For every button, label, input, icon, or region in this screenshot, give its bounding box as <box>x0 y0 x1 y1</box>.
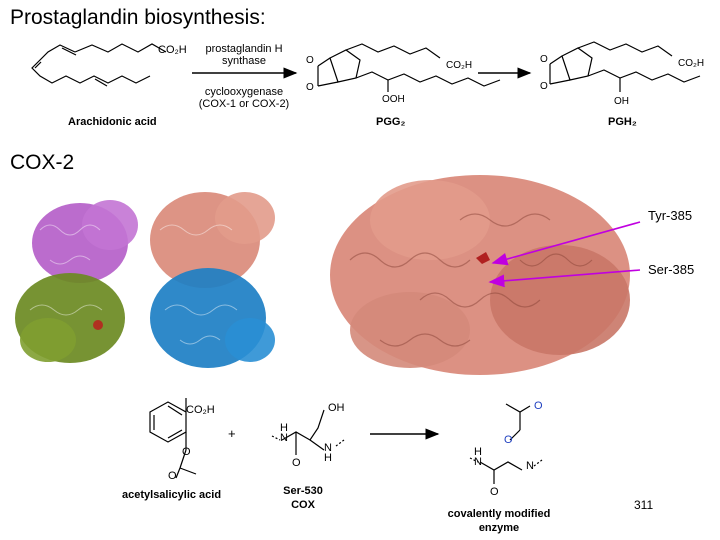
enzyme-activity-line2: (COX-1 or COX-2) <box>198 98 290 110</box>
ser-pointer-arrow <box>488 269 641 288</box>
ser-n-right: N <box>324 442 332 454</box>
ser530-label: Ser-530 COX <box>280 484 326 512</box>
aa-co2h-label: CO₂H <box>158 44 187 56</box>
enzyme-activity-label: cyclooxygenase (COX-1 or COX-2) <box>192 86 296 110</box>
ser-h-right: H <box>324 452 332 464</box>
ser-n-left: N <box>280 432 288 444</box>
pgg2-structure <box>317 43 501 92</box>
aspirin-label: acetylsalicylic acid <box>122 489 222 501</box>
product-h-left: H <box>474 446 482 458</box>
arachidonic-acid-label: Arachidonic acid <box>68 116 157 128</box>
ser-h-left: H <box>280 422 288 434</box>
enzyme-name-label: prostaglandin H synthase <box>196 43 292 67</box>
pgg2-label: PGG₂ <box>376 116 406 128</box>
product-o-carbonyl: O <box>534 400 543 412</box>
product-line1: covalently modified <box>447 508 551 520</box>
arachidonic-acid-structure <box>31 43 167 87</box>
enzyme-name-line2: synthase <box>221 55 267 67</box>
product-o-label: O <box>490 486 499 498</box>
ser-oh-label: OH <box>328 402 345 414</box>
product-label: covalently modified enzyme <box>436 507 562 535</box>
product-line2: enzyme <box>478 522 520 534</box>
page-number: 311 <box>634 498 654 512</box>
tyr-pointer-arrow <box>491 221 641 266</box>
pgg2-co2h-label: CO₂H <box>446 60 473 71</box>
pgg2-o-bottom: O <box>306 82 314 93</box>
cox2-dimer-ribbon <box>15 192 275 368</box>
pgg2-o-top: O <box>306 55 314 66</box>
product-o-ester: O <box>504 434 513 446</box>
ser530-line2: COX <box>291 499 315 511</box>
pgh2-o-top: O <box>540 54 548 65</box>
aspirin-o-carbonyl: O <box>168 470 177 482</box>
pgh2-co2h-label: CO₂H <box>678 58 705 69</box>
aspirin-co2h-label: CO₂H <box>186 404 215 416</box>
aspirin-o-ester: O <box>182 446 191 458</box>
pgg2-ooh-label: OOH <box>382 94 405 105</box>
slide-title: Prostaglandin biosynthesis: <box>10 6 266 29</box>
ser530-line1: Ser-530 <box>283 485 323 497</box>
ser-o-label: O <box>292 457 301 469</box>
ser385-label: Ser-385 <box>648 262 695 277</box>
enzyme-activity-line1: cyclooxygenase <box>204 86 284 98</box>
product-n-left: N <box>474 456 482 468</box>
ser530-structure <box>271 409 345 455</box>
pgh2-oh-label: OH <box>614 96 629 107</box>
aspirin-structure <box>149 398 197 479</box>
cox2-monomer-ribbon <box>330 175 630 375</box>
pgh2-structure <box>549 41 701 92</box>
cox2-heading: COX-2 <box>10 151 75 174</box>
tyr385-label: Tyr-385 <box>648 208 693 223</box>
pgh2-o-bottom: O <box>540 81 548 92</box>
plus-sign: + <box>228 426 236 441</box>
enzyme-name-line1: prostaglandin H <box>205 43 283 55</box>
pgh2-label: PGH₂ <box>608 116 637 128</box>
product-n-right: N <box>526 460 534 472</box>
modified-enzyme-structure <box>469 403 543 484</box>
